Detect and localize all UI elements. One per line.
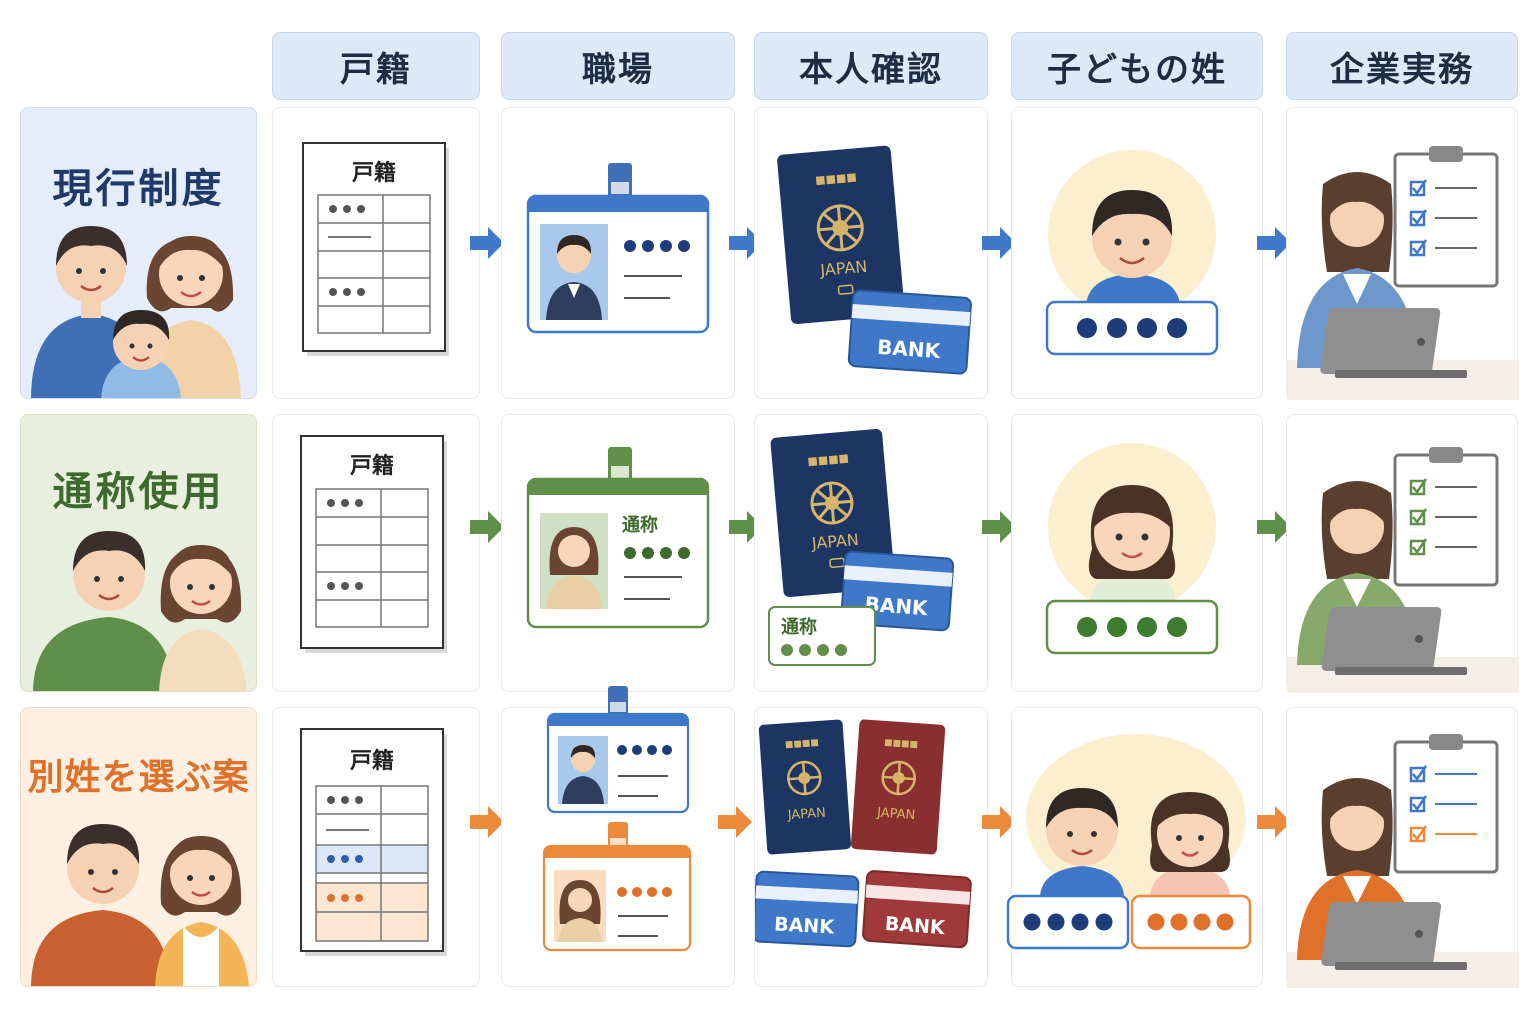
- corporate-cell-alias: [1286, 414, 1519, 693]
- flow-arrow: [982, 806, 1016, 838]
- row-label-alias-use: 通称使用: [20, 414, 257, 692]
- flow-arrow: [1257, 806, 1291, 838]
- flow-arrow: [470, 227, 504, 259]
- column-header-workplace: 職場: [501, 32, 735, 100]
- koseki-title: 戸籍: [350, 748, 394, 774]
- couple-illustration: [33, 531, 247, 691]
- svg-text:■■■■: ■■■■: [815, 170, 858, 187]
- passport-country: JAPAN: [876, 805, 916, 823]
- passport-country: JAPAN: [819, 257, 868, 280]
- column-header-koseki: 戸籍: [272, 32, 480, 100]
- row-title: 別姓を選ぶ案: [27, 757, 250, 798]
- flow-arrow: [982, 227, 1016, 259]
- svg-text:■■■■: ■■■■: [785, 738, 820, 750]
- child-surname-cell-separate: [1006, 707, 1263, 987]
- passport-country: JAPAN: [810, 530, 859, 553]
- flow-arrow: [470, 511, 504, 543]
- bank-card-label: BANK: [876, 335, 942, 363]
- family-illustration: [31, 226, 241, 398]
- identity-cell-alias: ■■■■ JAPAN BANK 通称: [754, 414, 988, 692]
- alias-label: 通称: [622, 514, 658, 536]
- column-header-child-surname: 子どもの姓: [1011, 32, 1263, 100]
- workplace-cell-current: [501, 107, 735, 399]
- svg-text:■■■■: ■■■■: [884, 738, 919, 750]
- flow-arrow: [718, 806, 752, 838]
- koseki-title: 戸籍: [350, 453, 394, 479]
- identity-cell-separate: ■■■■ JAPAN ■■■■ JAPAN BANK BANK: [752, 707, 988, 987]
- child-surname-cell-alias: [1011, 414, 1263, 692]
- child-surname-cell-current: [1011, 107, 1263, 399]
- svg-text:■■■■: ■■■■: [807, 451, 850, 468]
- row-label-current-system: 現行制度: [20, 107, 257, 399]
- row-title: 通称使用: [52, 469, 225, 515]
- flow-arrow: [1257, 227, 1291, 259]
- flow-arrow: [470, 806, 504, 838]
- workplace-cell-alias: 通称: [501, 414, 735, 692]
- koseki-title: 戸籍: [352, 160, 396, 186]
- koseki-cell-separate: 戸籍: [272, 707, 480, 987]
- workplace-cell-separate: [501, 686, 735, 987]
- koseki-cell-alias: 戸籍: [272, 414, 480, 692]
- column-header-identity: 本人確認: [754, 32, 988, 100]
- row-title: 現行制度: [52, 166, 225, 212]
- row-label-separate-surname: 別姓を選ぶ案: [20, 707, 257, 987]
- corporate-cell-current: [1286, 107, 1519, 400]
- column-header-corporate: 企業実務: [1286, 32, 1518, 100]
- bank-card-label: BANK: [884, 913, 946, 939]
- alias-card-label: 通称: [781, 616, 817, 638]
- corporate-cell-separate: [1286, 707, 1519, 988]
- passport-country: JAPAN: [786, 806, 826, 824]
- koseki-cell-current: 戸籍: [272, 107, 480, 399]
- flow-arrow: [982, 511, 1016, 543]
- couple-illustration: [31, 824, 249, 986]
- flow-arrow: [1257, 511, 1291, 543]
- bank-card-label: BANK: [774, 913, 836, 938]
- identity-cell-current: ■■■■ JAPAN BANK: [754, 107, 988, 399]
